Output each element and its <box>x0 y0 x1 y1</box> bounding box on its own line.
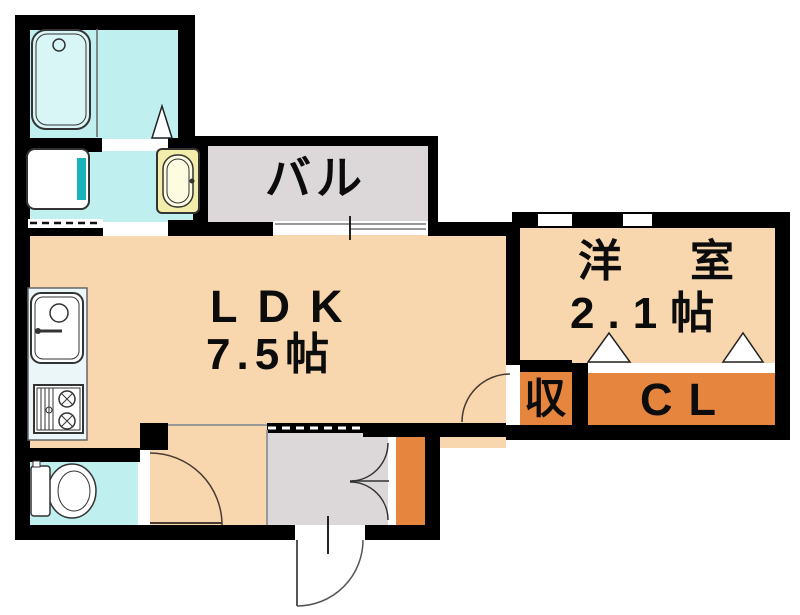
wall-segment <box>15 525 435 540</box>
ldk-label: LDK <box>210 281 363 332</box>
wall-segment <box>15 448 140 462</box>
balcony-sliding-door <box>273 221 428 235</box>
storage-floor <box>520 372 572 427</box>
balcony-label: バル <box>265 152 367 204</box>
entrance-floor <box>267 430 388 525</box>
wall-segment <box>178 15 195 148</box>
toilet-floor <box>30 462 138 525</box>
shoe-cabinet <box>396 433 425 525</box>
balcony-floor <box>203 146 428 222</box>
wall-segment <box>430 222 512 236</box>
entrance-door-opening <box>295 525 365 540</box>
wall-segment <box>506 425 790 440</box>
window <box>538 214 572 226</box>
western-room-label: 洋室 <box>578 237 800 286</box>
wall-segment <box>140 423 168 450</box>
wall-segment <box>15 138 102 152</box>
washroom-opening <box>103 222 168 236</box>
wall-segment <box>428 136 438 236</box>
wall-segment <box>168 220 208 236</box>
toilet-door-opening <box>138 462 150 525</box>
wall-segment <box>15 15 195 30</box>
wall-segment <box>506 228 520 365</box>
storage-door-opening <box>506 365 520 425</box>
accordion-door <box>28 219 103 228</box>
storage-label: 収 <box>524 375 567 422</box>
wall-segment <box>193 136 438 146</box>
western-room-size-label: 2.1帖 <box>570 289 728 338</box>
closet-opening <box>588 363 775 373</box>
closet-label: CL <box>640 374 732 425</box>
closet-floor <box>588 372 775 425</box>
wall-segment <box>520 360 572 372</box>
wall-segment <box>208 222 273 236</box>
overhead-partition <box>267 423 363 433</box>
ldk-size-label: 7.5帖 <box>206 330 336 379</box>
wall-segment <box>572 363 588 425</box>
window <box>623 214 652 226</box>
ldk-floor <box>30 222 506 448</box>
wall-segment <box>775 212 790 440</box>
bath-door-opening <box>102 139 168 151</box>
wall-segment <box>28 227 103 236</box>
bathroom-floor <box>28 28 178 138</box>
wall-segment <box>425 428 440 540</box>
shoe-cabinet-front <box>388 437 396 525</box>
